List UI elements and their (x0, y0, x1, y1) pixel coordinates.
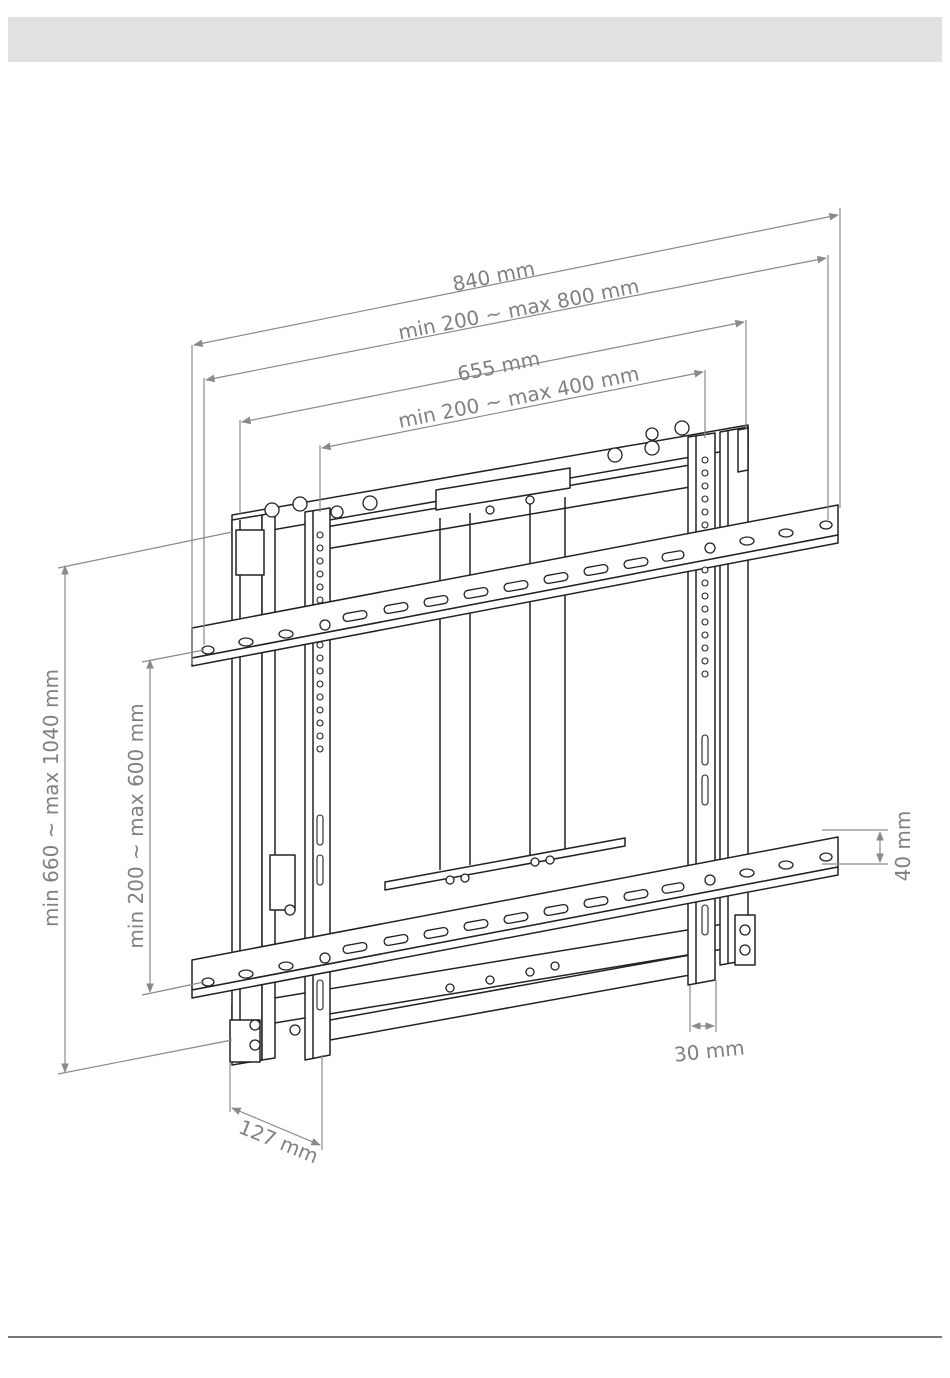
dim-overall-width: 840 mm (450, 256, 537, 296)
dim-rail-height: 40 mm (891, 811, 915, 882)
dim-overall-height: min 660 ~ max 1040 mm (39, 669, 63, 927)
dim-vesa-height: min 200 ~ max 600 mm (124, 703, 148, 948)
dim-depth: 127 mm (235, 1115, 321, 1169)
dim-bracket-width: 30 mm (673, 1035, 746, 1066)
dim-vesa-width: min 200 ~ max 800 mm (396, 274, 641, 345)
dim-frame-width: 655 mm (455, 346, 542, 386)
